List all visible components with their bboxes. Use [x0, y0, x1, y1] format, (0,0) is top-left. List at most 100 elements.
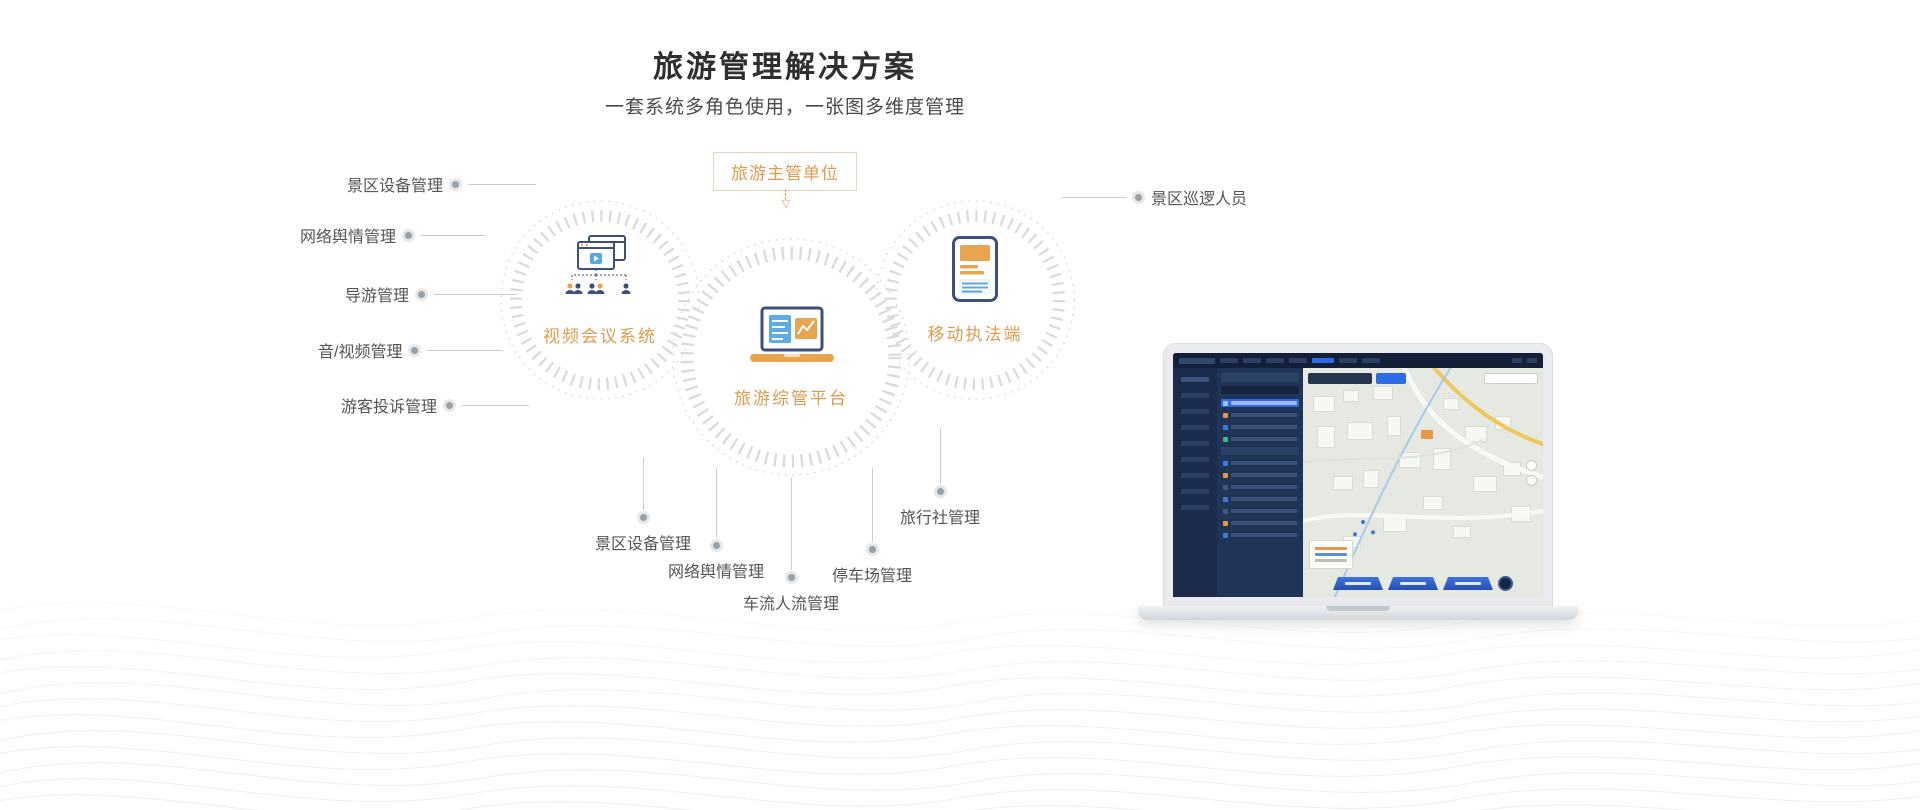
- panel-row: [1221, 459, 1299, 467]
- node-label-mobile: 移动执法端: [927, 325, 1023, 344]
- map-marker: [1421, 430, 1433, 439]
- dashboard-nav-item: [1266, 358, 1284, 363]
- connector-dot: [411, 346, 419, 354]
- map-bottom-buttons: [1333, 576, 1513, 591]
- bottom-connector-2: 车流人流管理: [743, 478, 839, 614]
- left-connector-row-1: 网络舆情管理: [300, 224, 486, 246]
- contour-lines-background: [0, 602, 1920, 810]
- bottom-connector-3: 停车场管理: [832, 468, 912, 586]
- bottom-connector-4: 旅行社管理: [900, 428, 980, 528]
- dashboard-nav-item: [1243, 358, 1261, 363]
- connector-line: [427, 349, 504, 351]
- connector-dot: [712, 542, 720, 549]
- side-label: 游客投诉管理: [341, 399, 438, 416]
- panel-row: [1221, 483, 1299, 491]
- connector-line: [790, 478, 792, 570]
- authority-label: 旅游主管单位: [731, 164, 839, 183]
- panel-search-bar: [1221, 386, 1299, 394]
- bottom-label: 景区设备管理: [594, 536, 692, 553]
- dashboard-user-icon: [1512, 358, 1522, 363]
- panel-row-selected: [1221, 399, 1299, 407]
- dashboard-nav-item: [1220, 358, 1238, 363]
- side-label: 网络舆情管理: [300, 229, 397, 246]
- connector-dot: [446, 401, 454, 409]
- connector-dot: [452, 180, 460, 188]
- map-tab-button: [1333, 577, 1383, 590]
- dashed-connector-line: [785, 189, 786, 200]
- connector-line: [715, 468, 717, 538]
- panel-row: [1221, 519, 1299, 527]
- dashboard-sidebar-secondary: [1217, 368, 1303, 597]
- bottom-label: 车流人流管理: [742, 596, 840, 613]
- mobile-enforcement-icon: [952, 236, 998, 302]
- left-connector-row-4: 游客投诉管理: [341, 394, 530, 416]
- side-label: 导游管理: [345, 288, 410, 305]
- dashboard-topbar: [1173, 353, 1543, 368]
- dashboard-sidebar-primary: [1173, 368, 1217, 597]
- left-connector-row-2: 导游管理: [345, 283, 518, 305]
- laptop-notch: [1326, 606, 1390, 611]
- map-search-box: [1484, 373, 1538, 384]
- map-toolbar-button: [1376, 373, 1406, 384]
- side-label: 音/视频管理: [318, 344, 403, 361]
- panel-row: [1221, 471, 1299, 479]
- laptop-mockup: [1138, 344, 1578, 620]
- bottom-label: 网络舆情管理: [667, 564, 765, 581]
- dashboard-nav-item: [1362, 358, 1380, 363]
- map-clock-button: [1498, 576, 1513, 591]
- laptop-screen: [1164, 344, 1552, 606]
- node-label-platform: 旅游综管平台: [734, 389, 848, 408]
- bottom-label: 停车场管理: [831, 568, 913, 585]
- map-legend: [1309, 540, 1353, 569]
- dashboard-logo: [1179, 357, 1215, 364]
- platform-laptop-icon: [750, 306, 834, 362]
- connector-line: [462, 404, 530, 406]
- map-roads: [1303, 368, 1543, 597]
- connector-dot: [1135, 193, 1142, 201]
- panel-row: [1221, 531, 1299, 539]
- side-label: 景区巡逻人员: [1151, 191, 1248, 208]
- authority-box: 旅游主管单位: [713, 152, 857, 191]
- connector-line: [468, 183, 537, 185]
- dashboard-map: [1303, 368, 1543, 597]
- connector-line: [642, 458, 644, 510]
- panel-row: [1221, 411, 1299, 419]
- connector-line: [434, 293, 518, 295]
- laptop-base: [1138, 606, 1578, 620]
- bottom-connector-1: 网络舆情管理: [668, 468, 764, 582]
- map-toolbar-dark: [1308, 373, 1372, 384]
- page-subtitle: 一套系统多角色使用，一张图多维度管理: [604, 97, 966, 118]
- dashboard-nav-item-active: [1312, 358, 1334, 363]
- side-label: 景区设备管理: [347, 178, 444, 195]
- bottom-label: 旅行社管理: [899, 510, 981, 527]
- left-connector-row-0: 景区设备管理: [347, 173, 537, 195]
- arrow-down-icon: ▽: [781, 198, 791, 210]
- bottom-connector-0: 景区设备管理: [595, 458, 691, 554]
- map-tab-button: [1388, 577, 1438, 590]
- panel-row: [1221, 435, 1299, 443]
- connector-line: [1062, 196, 1126, 198]
- panel-row: [1221, 423, 1299, 431]
- connector-dot: [405, 231, 413, 239]
- panel-row: [1221, 507, 1299, 515]
- video-conference-icon: [565, 235, 631, 294]
- node-label-video: 视频会议系统: [543, 327, 657, 346]
- dashboard-nav-item: [1339, 358, 1357, 363]
- connector-line: [939, 428, 941, 484]
- panel-row: [1221, 495, 1299, 503]
- panel-subheader: [1221, 447, 1299, 455]
- dashboard-screenshot: [1173, 353, 1543, 597]
- right-connector-row: 景区巡逻人员: [1062, 186, 1247, 208]
- connector-dot: [868, 546, 876, 553]
- connector-dot: [418, 290, 426, 298]
- connector-line: [871, 468, 873, 542]
- left-connector-row-3: 音/视频管理: [318, 339, 504, 361]
- dashboard-settings-icon: [1527, 358, 1537, 363]
- page-title: 旅游管理解决方案: [653, 51, 917, 84]
- dashboard-nav-item: [1289, 358, 1307, 363]
- map-tab-button: [1443, 577, 1493, 590]
- connector-line: [421, 234, 486, 236]
- connector-dot: [936, 488, 944, 495]
- panel-header: [1221, 373, 1299, 382]
